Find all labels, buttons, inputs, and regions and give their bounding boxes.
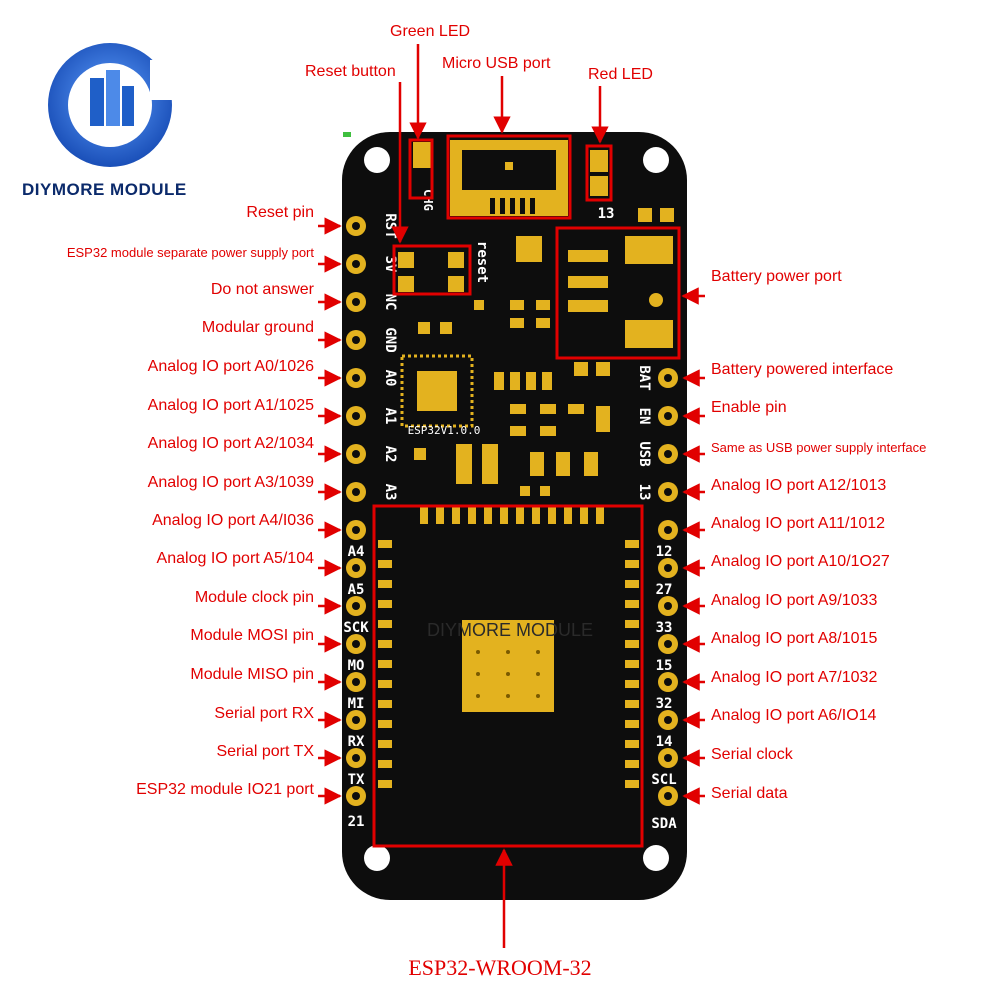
label-a5: Analog IO port A5/104 <box>156 550 314 567</box>
label-serial-clock: Serial clock <box>711 746 793 763</box>
label-green-led: Green LED <box>390 23 471 40</box>
label-a7: Analog IO port A7/1032 <box>711 669 878 686</box>
label-io21: ESP32 module IO21 port <box>136 781 314 798</box>
silk-a0: A0 <box>382 370 398 387</box>
silk-sck: SCK <box>343 620 369 636</box>
label-a12: Analog IO port A12/1013 <box>711 477 887 494</box>
label-a0: Analog IO port A0/1026 <box>147 358 314 375</box>
silk-reset: reset <box>474 241 490 283</box>
label-a6: Analog IO port A6/IO14 <box>711 707 877 724</box>
label-module-miso: Module MISO pin <box>190 666 314 683</box>
module-title: ESP32-WROOM-32 <box>408 955 592 980</box>
esp32-module-box <box>372 504 644 848</box>
silk-13: 13 <box>636 484 652 501</box>
label-reset-button: Reset button <box>305 63 396 80</box>
silk-27: 27 <box>656 582 673 598</box>
silk-led13: 13 <box>598 206 615 222</box>
label-a4: Analog IO port A4/I036 <box>152 512 314 529</box>
label-do-not-answer: Do not answer <box>210 281 314 298</box>
silk-12: 12 <box>656 544 673 560</box>
silk-21: 21 <box>348 814 365 830</box>
silkscreen-right-bottom: 12 27 33 15 32 14 SCL SDA <box>651 544 677 832</box>
green-led-pad <box>413 142 431 168</box>
label-serial-tx: Serial port TX <box>216 743 314 760</box>
silk-32: 32 <box>656 696 673 712</box>
label-a1: Analog IO port A1/1025 <box>147 397 314 414</box>
left-pin-header <box>346 216 366 806</box>
label-usb-power-interface: Same as USB power supply interface <box>711 440 927 455</box>
label-a3: Analog IO port A3/1039 <box>147 474 314 491</box>
silk-nc: NC <box>382 294 398 311</box>
silk-rst: RST <box>382 213 398 238</box>
label-serial-rx: Serial port RX <box>214 705 314 722</box>
silk-15: 15 <box>656 658 673 674</box>
silk-usb: USB <box>636 441 652 466</box>
label-module-mosi: Module MOSI pin <box>190 627 314 644</box>
label-serial-data: Serial data <box>711 785 788 802</box>
silk-a4: A4 <box>348 544 365 560</box>
silk-3v: 3V <box>382 256 398 273</box>
reset-button-pads <box>398 252 464 292</box>
highlight-boxes <box>372 134 681 848</box>
label-modular-ground: Modular ground <box>201 319 314 336</box>
label-enable-pin: Enable pin <box>711 399 787 416</box>
green-led-box <box>408 138 434 200</box>
label-a11: Analog IO port A11/1012 <box>711 515 886 532</box>
brand-name: DIYMORE MODULE <box>22 180 187 199</box>
label-esp32-power-port: ESP32 module separate power supply port <box>66 245 314 260</box>
right-pin-header <box>658 368 678 806</box>
watermark-text: DIYMORE MODULE <box>427 620 593 640</box>
qfn-chip <box>400 354 474 428</box>
annotation-arrows <box>318 44 705 948</box>
silkscreen-right-top: BAT EN USB 13 <box>636 365 652 500</box>
label-a8: Analog IO port A8/1015 <box>711 630 878 647</box>
reset-button-box <box>392 244 472 296</box>
label-a10: Analog IO port A10/1O27 <box>711 553 890 570</box>
silk-sda: SDA <box>651 816 677 832</box>
smd-components <box>414 236 610 496</box>
label-battery-power-port: Battery power port <box>711 268 842 285</box>
red-led-box <box>585 144 613 202</box>
label-reset-pin: Reset pin <box>246 204 314 221</box>
top-components <box>413 140 674 222</box>
silk-mo: MO <box>348 658 365 674</box>
silk-a5: A5 <box>348 582 365 598</box>
micro-usb-box <box>446 134 572 220</box>
label-battery-powered-interface: Battery powered interface <box>711 361 894 378</box>
silk-tx: TX <box>348 772 365 788</box>
silk-a2: A2 <box>382 446 398 463</box>
label-a9: Analog IO port A9/1033 <box>711 592 878 609</box>
esp32-module <box>376 506 641 844</box>
label-red-led: Red LED <box>588 66 653 83</box>
battery-port-box <box>555 226 681 360</box>
silk-a3: A3 <box>382 484 398 501</box>
silk-33: 33 <box>656 620 673 636</box>
battery-connector <box>565 236 675 354</box>
silk-chip-version: ESP32V1.0.0 <box>408 424 481 437</box>
silk-en: EN <box>636 408 652 425</box>
silk-mi: MI <box>348 696 365 712</box>
silk-rx: RX <box>348 734 365 750</box>
silk-scl: SCL <box>651 772 676 788</box>
label-module-clock: Module clock pin <box>194 589 314 606</box>
label-a2: Analog IO port A2/1034 <box>147 435 314 452</box>
silk-gnd: GND <box>382 327 398 352</box>
silk-14: 14 <box>656 734 673 750</box>
red-led-pad <box>590 150 608 172</box>
diymore-logo-icon <box>48 43 180 167</box>
silk-a1: A1 <box>382 408 398 425</box>
silk-bat: BAT <box>636 365 652 390</box>
label-micro-usb-port: Micro USB port <box>442 55 551 72</box>
silkscreen-left-bottom: A4 A5 SCK MO MI RX TX 21 <box>343 544 369 830</box>
